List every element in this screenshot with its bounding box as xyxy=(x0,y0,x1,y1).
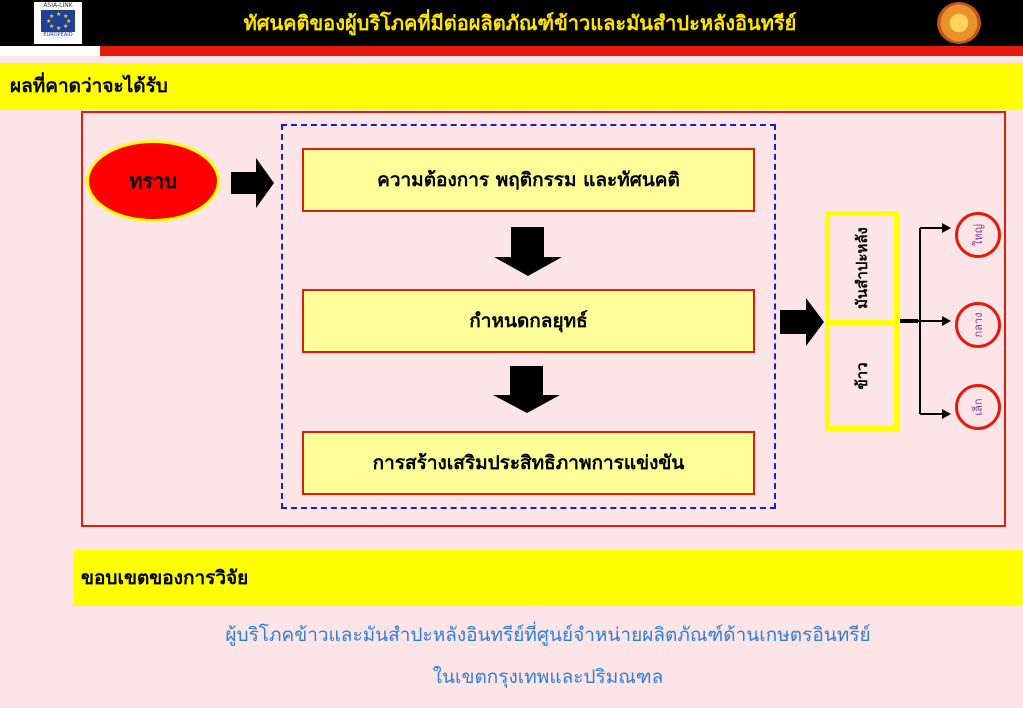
arrow-right-icon xyxy=(780,298,824,346)
eu-flag-icon: ★★ ★★ ★★ ★★ xyxy=(41,10,75,32)
size-small-label: เล็ก xyxy=(972,398,985,416)
size-medium-label: กลาง xyxy=(972,312,985,338)
top-bar xyxy=(0,0,1023,46)
cassava-box: มันสำปะหลัง xyxy=(825,211,899,325)
research-scope-title: ขอบเขตของการวิจัย xyxy=(81,567,249,589)
page-title: ทัศนคติของผู้บริโภคที่มีต่อผลิตภัณฑ์ข้าว… xyxy=(243,11,797,35)
size-medium-circle: กลาง xyxy=(955,302,1001,348)
strategy-box: กำหนดกลยุทธ์ xyxy=(302,289,755,353)
rice-box: ข้าว xyxy=(825,320,899,431)
size-large-circle: ใหญ่ xyxy=(955,212,1001,258)
logo-subtext: EUROPEAID xyxy=(43,32,73,38)
cassava-label: มันสำปะหลัง xyxy=(853,227,871,309)
research-scope-header: ขอบเขตของการวิจัย xyxy=(73,550,1023,606)
needs-behavior-attitude-box: ความต้องการ พฤติกรรม และทัศนคติ xyxy=(302,148,755,212)
logo-text: ASIA-LINK xyxy=(43,2,73,9)
expected-results-title: ผลที่คาดว่าจะได้รับ xyxy=(10,75,168,97)
top-stripe xyxy=(0,46,1023,56)
expected-results-header: ผลที่คาดว่าจะได้รับ xyxy=(0,63,1023,110)
branch-connector xyxy=(900,227,942,415)
asia-link-logo: ASIA-LINK ★★ ★★ ★★ ★★ EUROPEAID xyxy=(34,2,82,44)
size-large-label: ใหญ่ xyxy=(972,224,985,246)
diagram-frame xyxy=(81,111,1006,527)
know-oval: ทราบ xyxy=(86,140,220,222)
competitiveness-box: การสร้างเสริมประสิทธิภาพการแข่งขัน xyxy=(302,431,755,495)
arrow-down-icon xyxy=(493,366,560,413)
dashed-group xyxy=(281,124,776,509)
arrow-down-icon xyxy=(494,227,562,276)
arrowhead-icon xyxy=(942,223,951,233)
scope-line-2: ในเขตกรุงเทพและปริมณฑล xyxy=(432,666,664,688)
arrowhead-icon xyxy=(942,409,951,419)
top-stripe-white xyxy=(0,46,100,56)
rice-label: ข้าว xyxy=(853,361,871,390)
arrowhead-icon xyxy=(942,316,951,326)
university-seal-icon xyxy=(937,2,981,44)
arrow-right-icon xyxy=(231,158,274,208)
size-small-circle: เล็ก xyxy=(955,384,1001,430)
scope-line-1: ผู้บริโภคข้าวและมันสำปะหลังอินทรีย์ที่ศู… xyxy=(225,624,871,646)
